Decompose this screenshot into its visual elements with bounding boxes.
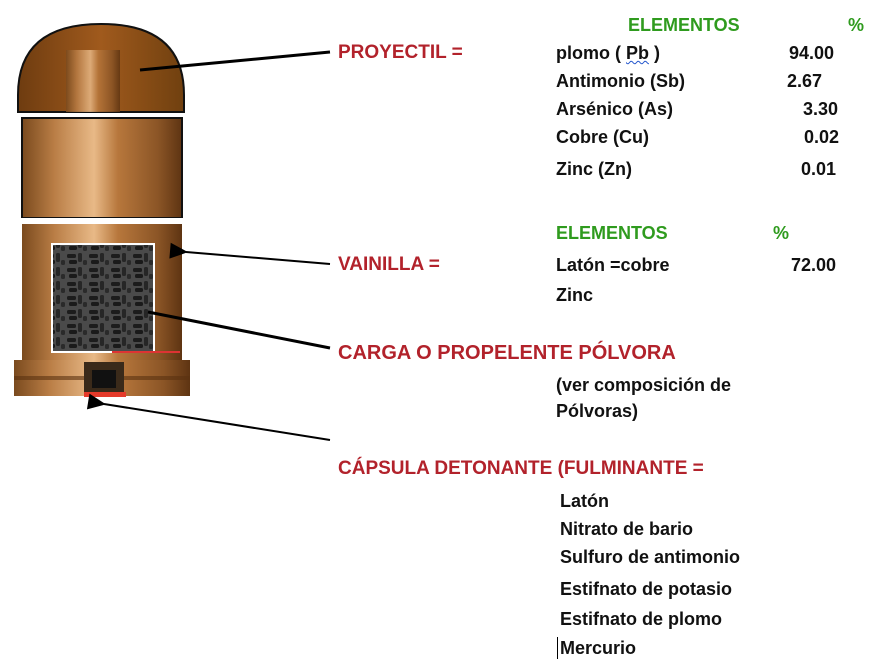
proyectil-row-value: 0.01	[800, 159, 836, 179]
proyectil-row-name: plomo ( Pb )	[556, 43, 661, 63]
proyectil-row-name: Cobre (Cu)	[556, 127, 649, 147]
proyectil-row-value: 94.00	[788, 43, 834, 63]
carga-label: CARGA O PROPELENTE PÓLVORA	[338, 342, 676, 364]
proyectil-row-name: Arsénico (As)	[556, 99, 674, 119]
vainilla-row-name: Zinc	[556, 285, 594, 305]
proyectil-row-name: Antimonio (Sb)	[556, 71, 685, 91]
capsula-pointer	[86, 393, 331, 441]
capsula-item: Latón	[560, 491, 609, 511]
capsula-item: Mercurio	[560, 638, 637, 658]
vainilla-label: VAINILLA =	[338, 254, 440, 275]
capsula-item: Sulfuro de antimonio	[560, 547, 740, 567]
projectile-body	[21, 117, 183, 219]
cartridge-illustration	[14, 22, 190, 397]
capsula-label: CÁPSULA DETONANTE (FULMINANTE =	[338, 458, 704, 479]
vainilla-row-name: Latón =cobre	[556, 255, 670, 275]
projectile-core	[66, 50, 120, 112]
proyectil-row-name: Zinc (Zn)	[556, 159, 632, 179]
proyectil-row-value: 2.67	[786, 71, 822, 91]
vainilla-percent-header: %	[773, 223, 790, 243]
proyectil-elements-header: ELEMENTOS	[628, 15, 740, 35]
proyectil-pointer	[139, 50, 331, 72]
capsula-item: Estifnato de potasio	[560, 579, 733, 599]
carga-pointer	[147, 310, 331, 350]
carga-note-line: Pólvoras)	[556, 401, 639, 421]
capsula-item: Nitrato de bario	[560, 519, 694, 539]
carga-note-line: (ver composición de	[556, 375, 732, 395]
capsula-item: Estifnato de plomo	[560, 609, 722, 629]
proyectil-percent-header: %	[848, 15, 865, 35]
vainilla-row-value: 72.00	[790, 255, 836, 275]
proyectil-row-value: 3.30	[802, 99, 838, 119]
vainilla-pointer	[169, 242, 331, 265]
vainilla-elements-header: ELEMENTOS	[556, 223, 668, 243]
text-cursor	[557, 637, 558, 659]
proyectil-row-value: 0.02	[803, 127, 839, 147]
powder-window	[51, 243, 155, 353]
proyectil-label: PROYECTIL =	[338, 42, 463, 63]
